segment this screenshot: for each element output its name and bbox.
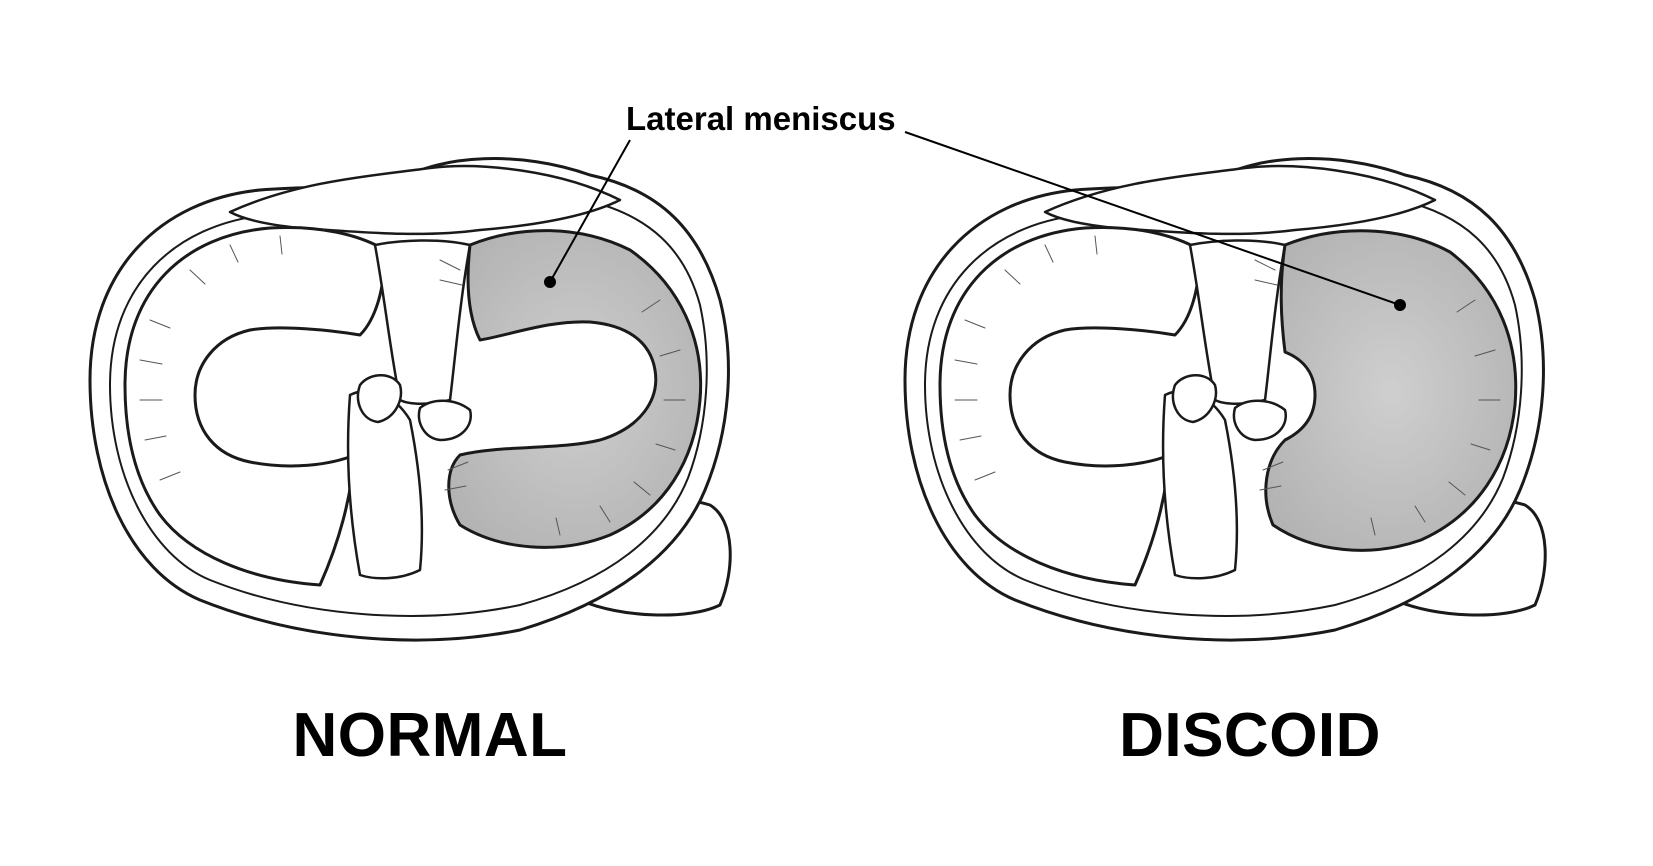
normal-tibial-spine-2: [417, 399, 473, 442]
normal-pcl: [346, 389, 424, 580]
discoid-medial-meniscus: [938, 225, 1202, 587]
discoid-tibial-spine-1: [1171, 374, 1218, 424]
normal-texture: [139, 235, 686, 536]
discoid-knee-illustration: [903, 157, 1547, 642]
normal-medial-meniscus: [123, 225, 387, 587]
leader-dot-normal: [544, 276, 556, 288]
normal-tibial-spine-1: [356, 374, 403, 424]
leader-line-normal: [549, 139, 631, 283]
leader-line-discoid: [904, 131, 1401, 306]
normal-lateral-meniscus: [447, 229, 703, 549]
panel-label-discoid: DISCOID: [1119, 701, 1381, 770]
panel-label-normal: NORMAL: [292, 701, 568, 770]
discoid-texture: [954, 235, 1501, 536]
normal-knee-illustration: [88, 157, 732, 642]
discoid-lateral-meniscus: [1264, 229, 1518, 552]
discoid-tibial-spine-2: [1232, 399, 1288, 442]
discoid-pcl: [1161, 389, 1239, 580]
callout-leaders: [544, 131, 1406, 311]
leader-dot-discoid: [1394, 299, 1406, 311]
callout-label-lateral-meniscus: Lateral meniscus: [626, 100, 896, 137]
